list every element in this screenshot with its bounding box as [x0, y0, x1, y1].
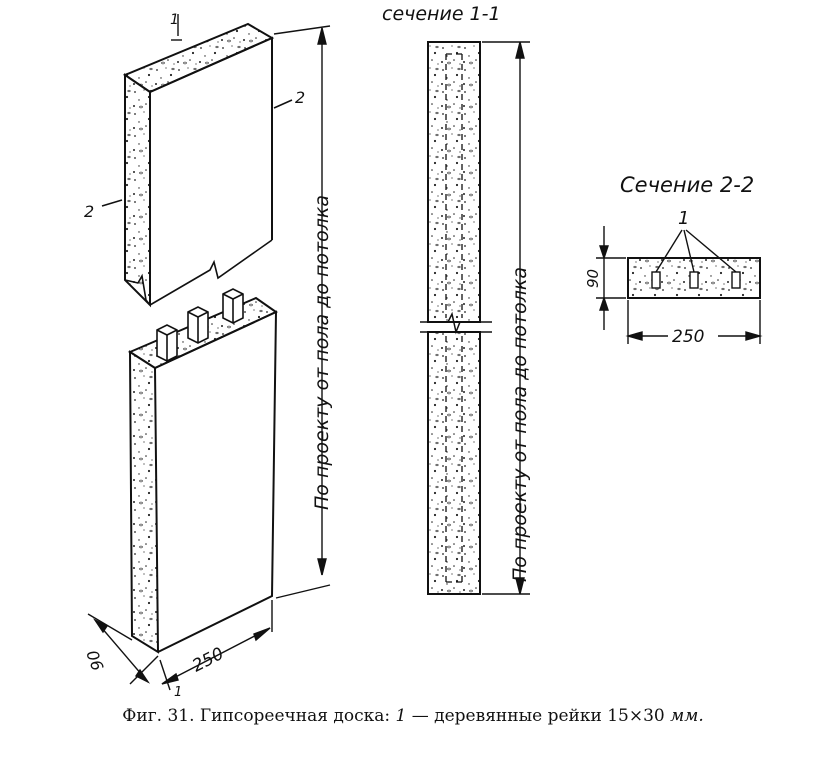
- lath-1: [156, 324, 178, 362]
- board-lower-front-edge-face: [128, 350, 160, 654]
- width-section-label: 250: [672, 327, 704, 347]
- cut-marker-2-2-lines: [101, 99, 293, 207]
- lath-2: [187, 306, 209, 344]
- caption-item-number: 1: [395, 706, 407, 726]
- board-top-face: [122, 22, 275, 94]
- cut-marker-2-left-label: 2: [84, 202, 94, 221]
- figure-caption: Фиг. 31. Гипсореечная доска: 1 — деревян…: [0, 706, 826, 726]
- caption-unit: мм.: [670, 706, 704, 726]
- lath-callout-label: 1: [678, 208, 689, 229]
- cut-marker-2-right-label: 2: [295, 88, 305, 107]
- cut-marker-1-label: 1: [170, 12, 179, 28]
- height-dimension-section: [482, 41, 530, 595]
- width-main-label: 250: [189, 644, 227, 677]
- caption-prefix: Фиг. 31. Гипсореечная доска:: [122, 706, 391, 726]
- lath-callout-leaders: [655, 229, 737, 273]
- section-2-2-lath-1: [651, 271, 661, 289]
- section-2-2-lath-3: [731, 271, 741, 289]
- thickness-dimension-main: [87, 613, 159, 685]
- section-1-1-title: сечение 1-1: [382, 3, 501, 25]
- height-note-main: По проекту от пола до потолка: [311, 195, 333, 510]
- lath-3: [222, 288, 244, 324]
- technical-drawing: 1 2 2: [83, 3, 763, 700]
- section-1-1-upper: [427, 41, 481, 323]
- board-front-edge-face: [124, 73, 151, 308]
- section-2-2-drawing: [627, 257, 761, 299]
- board-upper-part: [122, 22, 275, 308]
- section-2-2-title: Сечение 2-2: [620, 173, 754, 197]
- thickness-dimension-section: [596, 226, 626, 330]
- width-dimension-main: [159, 600, 273, 691]
- cut-marker-1-1: [171, 14, 182, 41]
- width-dimension-section: [625, 300, 763, 344]
- height-note-section: По проекту от пола до потолка: [509, 267, 531, 582]
- section-1-1-lower: [427, 331, 481, 595]
- caption-description: — деревянные рейки 15×30: [406, 706, 671, 726]
- board-lower-part: [127, 296, 278, 654]
- cut-marker-1-bottom-label: 1: [174, 685, 182, 700]
- height-dimension-main: [273, 25, 331, 599]
- thickness-main-label: 90: [83, 648, 108, 674]
- section-1-1-drawing: [420, 41, 492, 595]
- section-2-2-lath-2: [689, 271, 699, 289]
- wooden-laths: [156, 288, 244, 362]
- thickness-section-label: 90: [584, 269, 602, 288]
